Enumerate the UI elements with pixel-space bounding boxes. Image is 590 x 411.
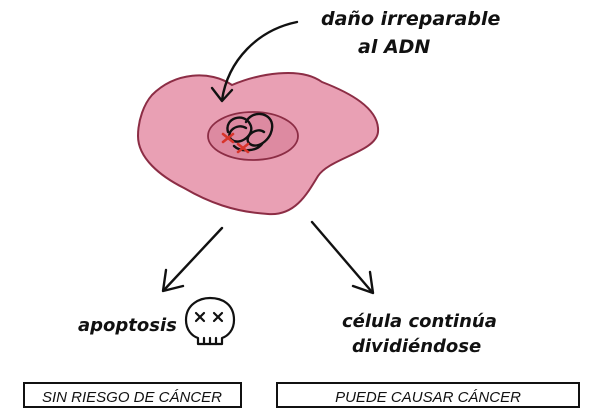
may-cause-cancer-box [276, 382, 580, 408]
may-cause-cancer-label: PUEDE CAUSAR CÁNCER [335, 389, 521, 406]
cell-nucleus [207, 111, 299, 161]
annotation-line-2: al ADN [358, 36, 430, 58]
skull-icon [184, 296, 236, 346]
division-label-line-2: dividiéndose [352, 336, 481, 357]
dna-damage-mark-icon [221, 132, 250, 154]
apoptosis-label: apoptosis [78, 315, 177, 336]
arrow-to-division [310, 220, 375, 295]
division-label-line-1: célula continúa [342, 311, 497, 332]
arrow-to-apoptosis [161, 226, 224, 293]
no-cancer-risk-label: SIN RIESGO DE CÁNCER [42, 389, 222, 406]
annotation-line-1: daño irreparable [321, 8, 500, 30]
dna-tangle-icon [226, 112, 274, 152]
no-cancer-risk-box [23, 382, 242, 408]
annotation-arrow [210, 20, 299, 103]
